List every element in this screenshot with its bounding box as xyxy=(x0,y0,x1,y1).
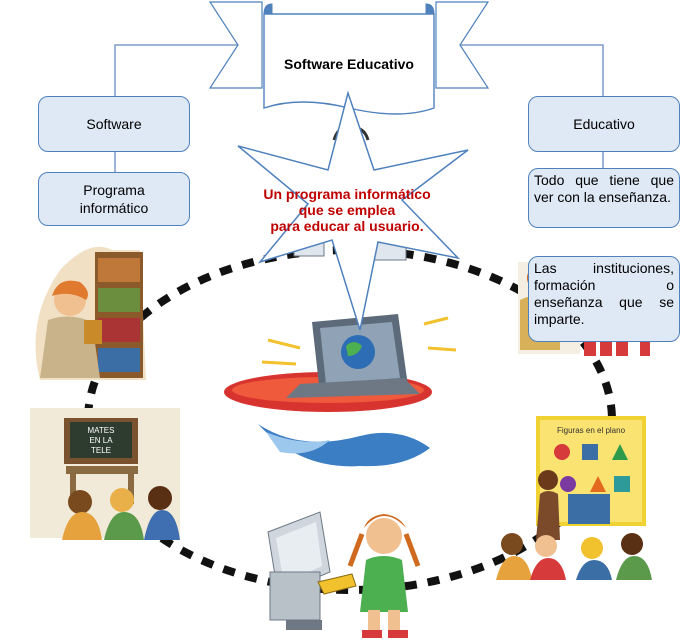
software-definition-box: Programa informático xyxy=(38,172,190,226)
shapes-lesson-illustration: Figuras en el plano xyxy=(496,416,652,580)
classroom-tv-illustration: MATES EN LA TELE xyxy=(30,408,180,540)
star-caption-line1: Un programa informático xyxy=(263,186,431,202)
ribbon-banner xyxy=(208,1,490,115)
star-shape xyxy=(237,90,469,331)
software-box: Software xyxy=(38,96,190,152)
board-text-2: EN LA xyxy=(89,436,113,445)
educativo-definition-box-1: Todo que tiene que ver con la enseñanza. xyxy=(528,168,680,228)
star-caption-line3: para educar al usuario. xyxy=(270,218,424,234)
diagram-title: Software Educativo xyxy=(284,56,414,72)
educativo-definition-box-2: Las instituciones, formación o enseñanza… xyxy=(528,256,680,342)
poster-title: Figuras en el plano xyxy=(557,426,626,435)
computer-surfboard-illustration xyxy=(224,314,457,467)
educativo-box: Educativo xyxy=(528,96,680,152)
board-text-1: MATES xyxy=(88,426,115,435)
connector-lines xyxy=(114,44,604,172)
board-text-3: TELE xyxy=(91,446,111,455)
librarian-illustration xyxy=(35,246,146,380)
star-caption: Un programa informático que se emplea pa… xyxy=(232,186,462,234)
software-definition-line1: Programa xyxy=(83,182,145,198)
software-definition-line2: informático xyxy=(79,200,149,216)
girl-computer-illustration xyxy=(267,511,421,638)
star-caption-line2: que se emplea xyxy=(298,202,396,218)
